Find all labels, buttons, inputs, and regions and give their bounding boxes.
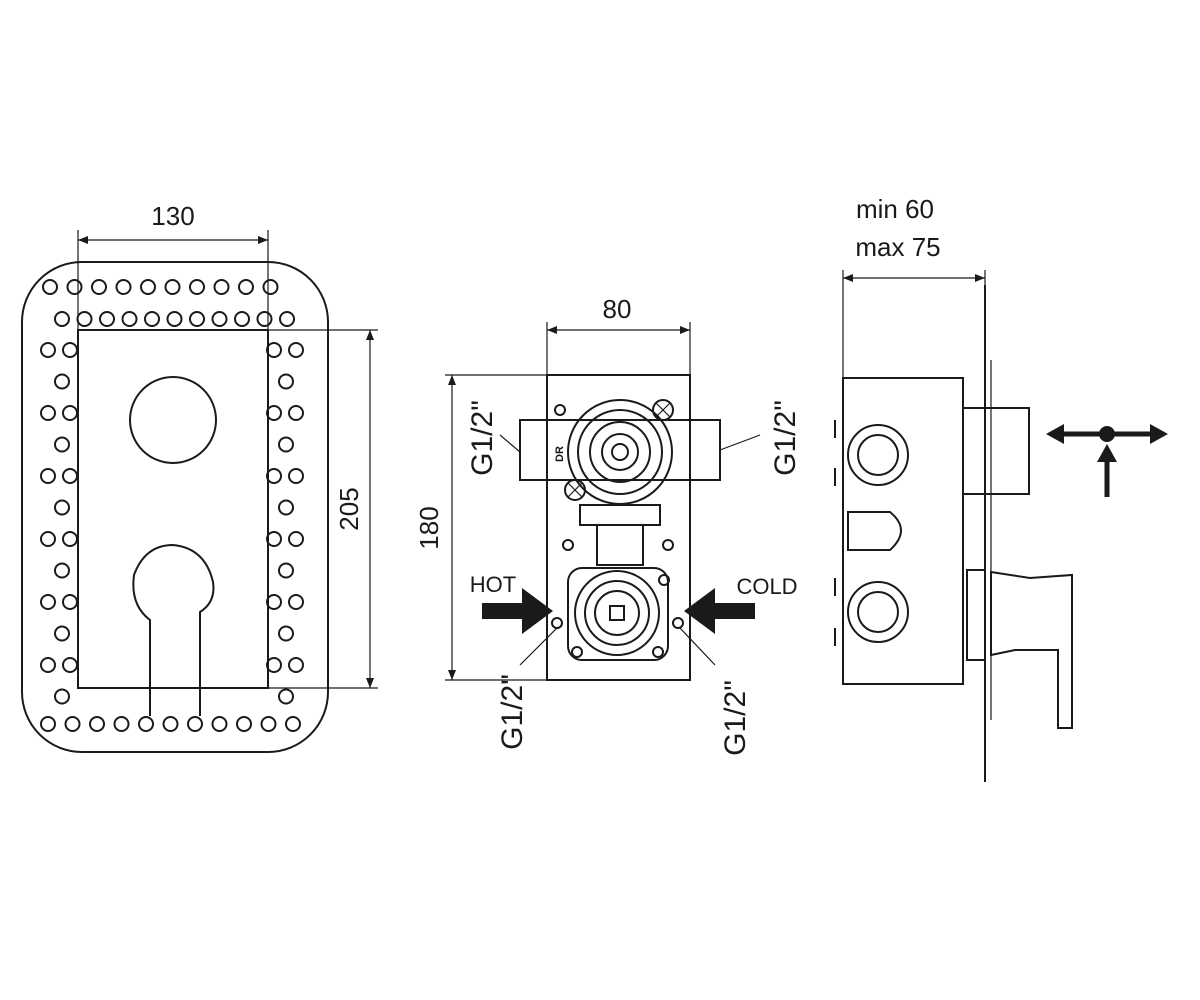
mounting-hole bbox=[66, 279, 83, 295]
mounting-hole bbox=[144, 311, 160, 327]
thread-top-right: G1/2" bbox=[769, 400, 802, 476]
mounting-hole bbox=[121, 311, 138, 327]
mounting-hole bbox=[40, 468, 56, 484]
mounting-hole bbox=[189, 279, 205, 295]
mounting-hole bbox=[40, 716, 56, 732]
mounting-hole bbox=[278, 373, 294, 390]
mounting-hole bbox=[266, 405, 282, 421]
lower-body-block bbox=[567, 567, 669, 661]
front-height-label: 205 bbox=[334, 487, 364, 530]
mounting-hole bbox=[62, 657, 78, 673]
mounting-hole bbox=[54, 562, 70, 579]
mounting-hole bbox=[54, 311, 70, 327]
mounting-hole bbox=[278, 688, 294, 705]
mounting-hole bbox=[260, 716, 277, 732]
depth-min-label: min 60 bbox=[856, 194, 934, 224]
mounting-hole bbox=[266, 531, 282, 547]
mounting-hole bbox=[211, 311, 228, 327]
front-width-label: 130 bbox=[151, 201, 194, 231]
mounting-hole bbox=[278, 499, 294, 516]
inlet-arrow-icon bbox=[684, 588, 755, 634]
mounting-hole bbox=[54, 436, 70, 453]
body-view: DR 80 180 G1/2" G1/ bbox=[414, 294, 802, 756]
mounting-hole bbox=[236, 716, 252, 732]
side-body bbox=[842, 377, 964, 685]
mounting-hole bbox=[138, 716, 154, 732]
mounting-hole bbox=[279, 311, 295, 327]
hot-label: HOT bbox=[470, 572, 516, 597]
mounting-frame bbox=[546, 374, 691, 681]
mounting-hole bbox=[278, 562, 294, 579]
diverter-knob bbox=[129, 376, 217, 464]
mounting-hole bbox=[166, 311, 183, 327]
mounting-hole bbox=[62, 405, 78, 421]
mounting-hole bbox=[285, 716, 301, 732]
mounting-hole bbox=[164, 279, 181, 295]
mounting-hole bbox=[40, 657, 56, 673]
mounting-hole bbox=[62, 342, 78, 358]
mounting-hole bbox=[266, 342, 282, 358]
diverter-mark: DR bbox=[554, 446, 566, 462]
mounting-hole bbox=[278, 625, 294, 642]
mounting-hole bbox=[266, 657, 282, 673]
mounting-hole bbox=[266, 468, 282, 484]
mounting-hole bbox=[266, 594, 282, 610]
mounting-hole bbox=[76, 311, 93, 327]
inlet-arrow-icon bbox=[482, 588, 553, 634]
flow-direction-icon bbox=[1046, 424, 1168, 497]
mounting-hole bbox=[54, 625, 70, 642]
mounting-hole bbox=[288, 657, 304, 673]
mounting-hole bbox=[256, 311, 273, 327]
mounting-hole bbox=[62, 468, 78, 484]
mounting-hole bbox=[288, 594, 304, 610]
mounting-hole bbox=[288, 468, 304, 484]
mounting-hole bbox=[40, 405, 56, 421]
thread-bottom-left: G1/2" bbox=[496, 674, 529, 750]
mounting-hole bbox=[54, 688, 70, 705]
side-view: min 60 max 75 bbox=[834, 194, 1073, 782]
mounting-hole-pattern bbox=[40, 279, 304, 732]
mounting-hole bbox=[234, 311, 250, 327]
mounting-hole bbox=[288, 531, 304, 547]
side-lever bbox=[990, 570, 1073, 729]
mounting-hole bbox=[189, 311, 205, 327]
mounting-hole bbox=[54, 499, 70, 516]
mounting-hole bbox=[89, 716, 105, 732]
mounting-hole bbox=[54, 373, 70, 390]
body-width-label: 80 bbox=[603, 294, 632, 324]
thread-bottom-right: G1/2" bbox=[719, 680, 752, 756]
mounting-hole bbox=[238, 279, 254, 295]
mounting-hole bbox=[99, 311, 115, 327]
mounting-hole bbox=[162, 716, 179, 732]
mixer-lever bbox=[132, 543, 215, 716]
mounting-hole bbox=[288, 405, 304, 421]
mounting-hole bbox=[62, 531, 78, 547]
mounting-hole bbox=[64, 716, 81, 732]
mounting-hole bbox=[262, 279, 279, 295]
thread-top-left: G1/2" bbox=[466, 400, 499, 476]
depth-max-label: max 75 bbox=[855, 232, 940, 262]
cover-plate-outline bbox=[21, 261, 329, 753]
mounting-hole bbox=[213, 279, 230, 295]
mounting-hole bbox=[113, 716, 130, 732]
mounting-hole bbox=[211, 716, 228, 732]
mounting-hole bbox=[62, 594, 78, 610]
mounting-hole bbox=[40, 594, 56, 610]
front-view: 130 205 bbox=[21, 201, 378, 753]
cold-label: COLD bbox=[736, 574, 797, 599]
mounting-hole bbox=[115, 279, 132, 295]
mounting-hole bbox=[40, 531, 56, 547]
mounting-hole bbox=[187, 716, 203, 732]
mounting-hole bbox=[91, 279, 107, 295]
mounting-hole bbox=[288, 342, 304, 358]
mounting-hole bbox=[42, 279, 58, 295]
mounting-hole bbox=[40, 342, 56, 358]
mounting-hole bbox=[278, 436, 294, 453]
body-height-label: 180 bbox=[414, 506, 444, 549]
inner-panel bbox=[77, 329, 269, 689]
mounting-hole bbox=[140, 279, 156, 295]
